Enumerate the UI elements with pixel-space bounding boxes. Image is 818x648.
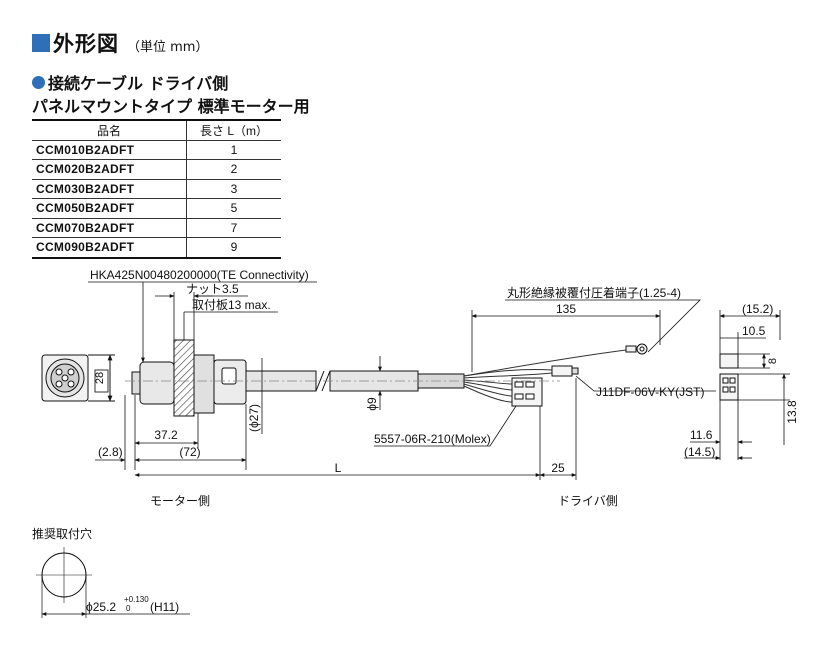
dim-2-8: (2.8) [98, 445, 123, 459]
jst-connector [551, 365, 579, 377]
label-molex-connector: 5557-06R-210(Molex) [374, 432, 491, 446]
label-driver-side: ドライバ側 [558, 494, 618, 508]
molex-connector [511, 377, 543, 407]
table-row: CCM050B2ADFT 5 [32, 198, 281, 219]
product-name: CCM090B2ADFT [32, 237, 187, 259]
dim-13-8: 13.8 [785, 400, 799, 424]
label-ring-terminal: 丸形絶縁被覆付圧着端子(1.25-4) [507, 285, 681, 300]
cable-length: 1 [186, 140, 281, 160]
unit-label: （単位 mm） [127, 39, 209, 55]
dim-25: 25 [551, 461, 565, 475]
section-subtitle-2: パネルマウントタイプ 標準モーター用 [32, 97, 310, 116]
wire-bundle [463, 349, 627, 403]
product-name: CCM050B2ADFT [32, 198, 187, 219]
cable-length: 7 [186, 218, 281, 238]
cable-length: 9 [186, 237, 281, 259]
product-name: CCM020B2ADFT [32, 159, 187, 180]
table-row: CCM090B2ADFT 9 [32, 237, 281, 259]
square-bullet-icon [32, 34, 50, 52]
table-row: CCM030B2ADFT 3 [32, 179, 281, 199]
circle-bullet-icon [32, 75, 45, 89]
dim-phi9: ϕ9 [365, 397, 379, 411]
driver-end-view [719, 353, 739, 401]
label-mounting-plate: 取付板13 max. [192, 298, 271, 312]
label-hole-title: 推奨取付穴 [32, 526, 92, 541]
column-header-length: 長さ L（m） [186, 119, 281, 141]
dim-8: 8 [767, 358, 779, 364]
cable-length: 5 [186, 198, 281, 219]
section-subtitle-1: 接続ケーブル ドライバ側 [48, 74, 229, 93]
hole-dim-base: ϕ25.2 [86, 600, 116, 614]
dim-37-2: 37.2 [154, 428, 178, 442]
table-row: CCM070B2ADFT 7 [32, 218, 281, 238]
dim-14-5: (14.5) [684, 445, 715, 459]
motor-connector-body [131, 339, 247, 417]
column-header-name: 品名 [32, 119, 187, 141]
label-connector-part: HKA425N00480200000(TE Connectivity) [90, 268, 309, 282]
section-heading: 接続ケーブル ドライバ側 [32, 70, 228, 94]
dim-phi27: (ϕ27) [247, 404, 261, 432]
ring-terminal [625, 343, 648, 355]
label-nut: ナット3.5 [186, 282, 239, 296]
title-row: 外形図 （単位 mm） [32, 30, 208, 56]
dim-L: L [335, 461, 342, 475]
mounting-hole-view [36, 547, 190, 618]
cable-length: 3 [186, 179, 281, 199]
connector-front-view [41, 354, 115, 402]
product-name: CCM030B2ADFT [32, 179, 187, 199]
dim-135: 135 [556, 302, 576, 316]
dim-28: 28 [94, 372, 106, 384]
label-motor-side: モーター側 [150, 494, 210, 508]
hole-tol-lower: 0 [126, 604, 131, 613]
table-header-row: 品名 長さ L（m） [32, 119, 281, 141]
page-title: 外形図 [53, 32, 119, 56]
product-name: CCM010B2ADFT [32, 140, 187, 160]
dim-10-5: 10.5 [742, 324, 766, 338]
label-jst-connector: J11DF-06V-KY(JST) [596, 385, 704, 399]
hole-tol-upper: +0.130 [124, 595, 149, 604]
hole-fit: (H11) [150, 600, 179, 614]
dim-72: (72) [179, 445, 200, 459]
dim-11-6: 11.6 [690, 428, 713, 442]
dimension-lines [88, 281, 790, 480]
spec-table: 品名 長さ L（m） CCM010B2ADFT 1 CCM020B2ADFT 2… [32, 119, 281, 259]
product-name: CCM070B2ADFT [32, 218, 187, 238]
cable-length: 2 [186, 159, 281, 180]
table-row: CCM010B2ADFT 1 [32, 140, 281, 160]
dim-15-2: (15.2) [742, 302, 773, 316]
table-row: CCM020B2ADFT 2 [32, 159, 281, 180]
